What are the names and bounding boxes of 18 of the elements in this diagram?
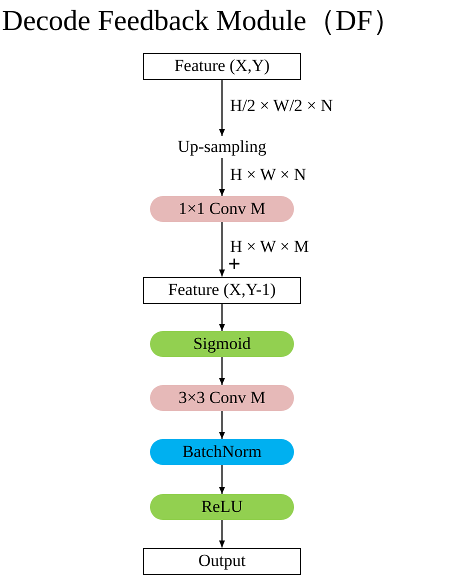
arrow	[219, 80, 225, 136]
layer-pill: Sigmoid	[150, 331, 294, 357]
layer-pill: 1×1 Conv M	[150, 196, 294, 222]
arrow	[219, 411, 225, 439]
layer-pill: 3×3 Conv M	[150, 385, 294, 411]
step-label: Up-sampling	[167, 136, 277, 158]
arrow	[219, 158, 225, 196]
arrow	[219, 304, 225, 331]
layer-pill: BatchNorm	[150, 439, 294, 465]
feature-box: Feature (X,Y)	[143, 52, 301, 80]
arrow	[219, 465, 225, 494]
arrow	[219, 520, 225, 548]
feature-box: Output	[143, 548, 301, 574]
arrow	[219, 222, 225, 276]
layer-pill: ReLU	[150, 494, 294, 520]
arrow	[219, 357, 225, 385]
feature-box: Feature (X,Y-1)	[143, 276, 301, 304]
title: Decode Feedback Module（DF）	[2, 4, 402, 38]
